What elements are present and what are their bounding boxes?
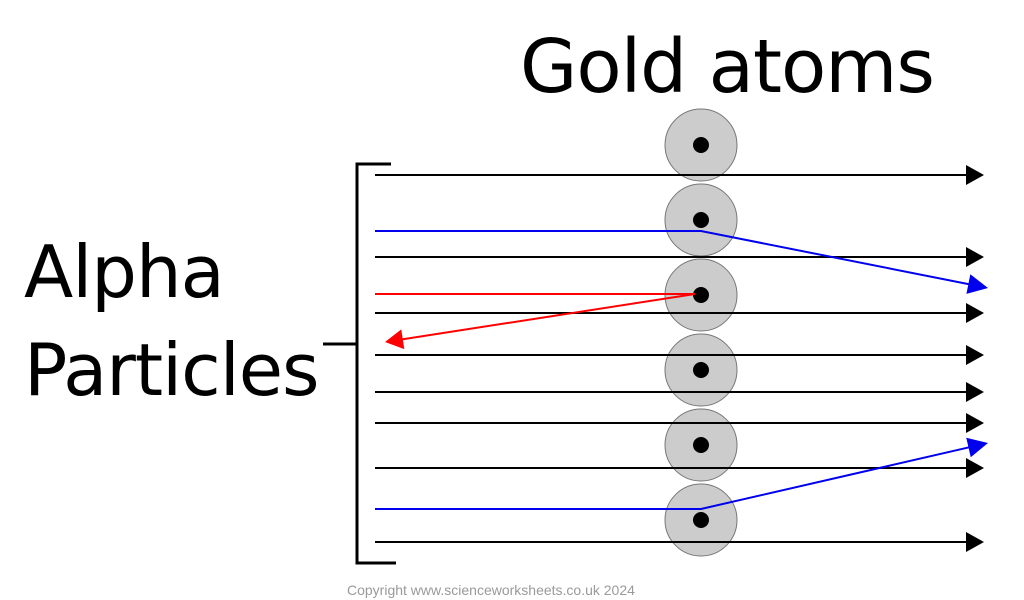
straight-path [375,345,984,365]
arrowhead-icon [966,532,984,552]
straight-path [375,532,984,552]
arrowhead-icon [966,345,984,365]
alpha-label: Alpha [24,230,225,314]
nucleus [693,512,709,528]
straight-path [375,413,984,433]
arrowhead-icon [385,329,405,350]
straight-path [375,458,984,478]
nucleus [693,137,709,153]
gold-atom [664,108,738,182]
nucleus [693,437,709,453]
copyright-notice: Copyright www.scienceworksheets.co.uk 20… [347,582,635,598]
straight-path [375,165,984,185]
deflected-up-path [375,437,988,510]
gold-atom [664,483,738,557]
arrowhead-icon [966,274,988,294]
gold-atom [664,333,738,407]
straight-path [375,247,984,267]
arrowhead-icon [966,247,984,267]
straight-path [375,303,984,323]
bracket [323,162,396,565]
arrowhead-icon [966,458,984,478]
particles-label: Particles [24,328,320,412]
nucleus [693,287,709,303]
nucleus [693,362,709,378]
arrowhead-icon [966,165,984,185]
arrowhead-icon [966,303,984,323]
diagram-title: Gold atoms [520,24,935,110]
arrowhead-icon [966,413,984,433]
arrowhead-icon [966,437,988,458]
deflected-down-path [375,230,988,294]
nucleus [693,212,709,228]
undeflected-paths [375,165,984,552]
straight-path [375,382,984,402]
arrowhead-icon [966,382,984,402]
gold-atom [664,183,738,257]
deflected-paths [375,230,988,510]
reflected-path [375,293,696,350]
gold-atoms [664,108,738,557]
gold-atom [664,408,738,482]
